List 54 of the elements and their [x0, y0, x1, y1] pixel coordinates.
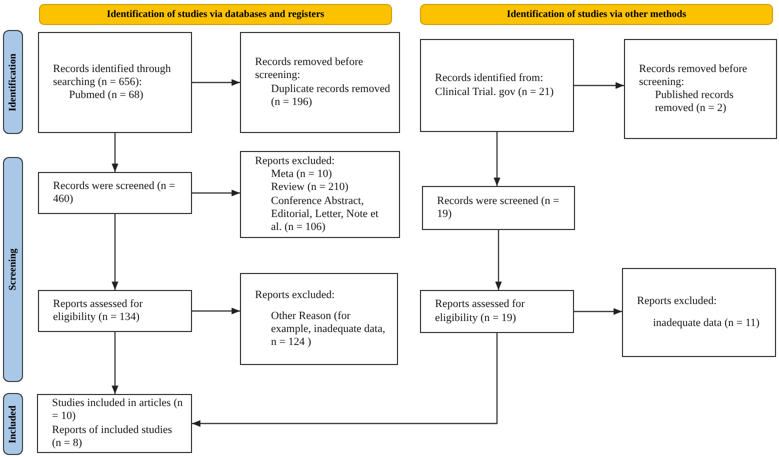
process-box: [622, 268, 776, 357]
box-text: Reports excluded:: [255, 288, 336, 302]
process-box: [422, 186, 575, 230]
heading-text: Identification: [8, 53, 18, 111]
arrow: [192, 308, 240, 314]
process-box: [420, 39, 574, 132]
arrow: [192, 190, 240, 196]
process-box: [420, 290, 574, 333]
process-box: [38, 32, 192, 133]
box-text: Pubmed (n = 68): [68, 89, 144, 102]
box-text: Published records removed (n = 2): [654, 89, 735, 116]
box-text: Studies included in articles (n = 10): [52, 397, 183, 424]
phase-label: [3, 157, 23, 382]
box-text: inadequate data (n = 11): [652, 316, 761, 330]
section-header: [39, 4, 392, 25]
heading-text: Identification of studies via other methods: [506, 9, 686, 20]
box-text: Reports excluded:: [637, 295, 718, 308]
box-text: Records were screened (n = 460): [53, 180, 176, 206]
process-box: [240, 32, 400, 133]
arrow: [112, 214, 118, 290]
box-text: Review (n = 210): [270, 181, 350, 194]
arrow: [192, 333, 498, 427]
phase-label: [3, 393, 23, 455]
process-box: [37, 394, 192, 453]
box-text: Meta (n = 10): [270, 168, 333, 182]
box-text: Conference Abstract, Editorial, Letter, Note et al. (n = 106): [270, 194, 380, 234]
box-text: Records removed before screening:: [639, 62, 748, 89]
box-text: Records identified from: Clinical Trial. gov (n = 21): [435, 72, 555, 99]
process-box: [38, 172, 192, 214]
process-box: [240, 151, 400, 238]
arrow: [112, 133, 118, 172]
box-text: Records identified through searching (n = 656):: [53, 62, 172, 90]
box-text: Other Reason (for example, inadequate data, n = 124 ): [270, 310, 386, 350]
heading-text: Screening: [8, 248, 18, 291]
heading-text: Identification of studies via databases and registers: [106, 9, 324, 20]
section-header: [420, 4, 773, 25]
box-text: Reports of included studies (n = 8): [52, 424, 174, 450]
box-text: Reports assessed for eligibility (n = 19): [435, 298, 526, 325]
box-text: Duplicate records removed (n = 196): [270, 82, 391, 109]
arrow: [192, 79, 240, 86]
heading-text: Included: [8, 405, 18, 443]
arrow: [495, 230, 502, 290]
arrow: [574, 308, 622, 315]
process-box: [240, 273, 398, 365]
process-box: [38, 290, 192, 332]
arrow: [494, 132, 500, 186]
box-text: Records removed before screening:: [255, 56, 364, 82]
box-text: Records were screened (n = 19): [437, 194, 560, 222]
process-box: [624, 39, 777, 139]
arrow: [574, 82, 624, 89]
arrow: [112, 332, 118, 394]
box-text: Reports assessed for eligibility (n = 134): [53, 298, 144, 324]
phase-label: [3, 30, 23, 134]
box-text: Reports excluded:: [255, 154, 336, 168]
